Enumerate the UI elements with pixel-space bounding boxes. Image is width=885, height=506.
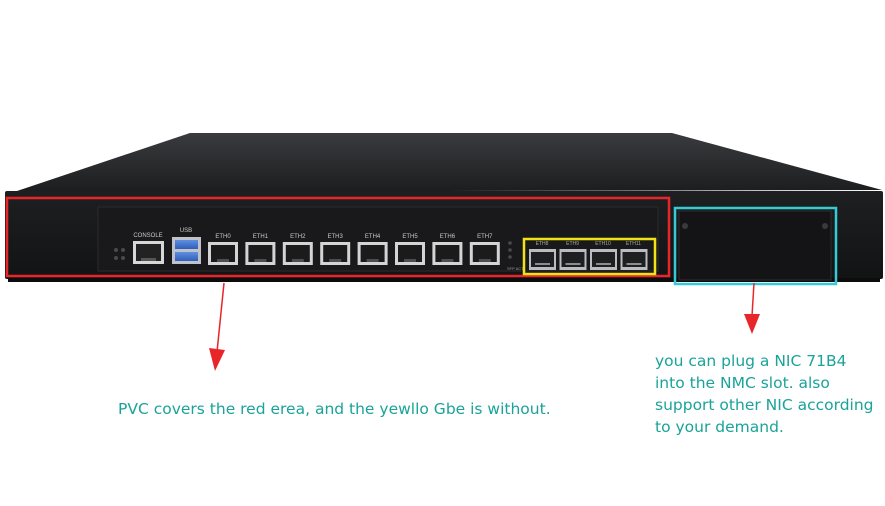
red-arrow-left (209, 282, 225, 371)
nic-caption-line: you can plug a NIC 71B4 (655, 352, 847, 370)
pvc-caption: PVC covers the red erea, and the yewllo … (118, 400, 551, 418)
nic-caption-line: support other NIC according (655, 396, 874, 414)
console-port: CONSOLE (133, 233, 164, 264)
eth-port-label: ETH7 (477, 234, 493, 240)
chassis-top (14, 133, 882, 192)
eth-port-latch (478, 259, 491, 262)
eth-port-label: ETH6 (440, 234, 456, 240)
sfp-port-tab (626, 263, 642, 265)
eth-port: ETH0 (208, 234, 238, 265)
nic-caption: you can plug a NIC 71B4 into the NMC slo… (655, 350, 883, 438)
eth-port-label: ETH5 (402, 234, 418, 240)
chassis-bottom-edge (8, 278, 880, 282)
eth-port-latch (441, 259, 454, 262)
sfp-port-label: ETH10 (595, 241, 611, 247)
eth-port-latch (366, 259, 379, 262)
sfp-port: ETH10 (590, 241, 617, 270)
sfp-small-label: SFP ACT (507, 266, 524, 271)
ethernet-ports: ETH0 ETH1 ETH2 ETH3 ETH4 ETH5 ETH6 ETH7 (208, 234, 500, 265)
eth-port-label: ETH1 (253, 234, 269, 240)
usb-label: USB (180, 228, 192, 234)
eth-port: ETH4 (357, 234, 388, 265)
nic-caption-line: to your demand. (655, 418, 784, 436)
sfp-port-tab (565, 263, 581, 265)
eth-port-socket (472, 245, 497, 262)
eth-port-socket (435, 245, 460, 262)
eth-port-socket (398, 245, 422, 262)
nic-caption-line: into the NMC slot. also (655, 374, 830, 392)
sfp-port-label: ETH8 (536, 241, 549, 247)
eth-port: ETH6 (432, 234, 463, 265)
eth-port-socket (248, 245, 273, 262)
sfp-port: ETH9 (559, 241, 587, 270)
eth-port-label: ETH3 (328, 234, 344, 240)
sfp-leds (508, 241, 512, 259)
status-leds (114, 248, 125, 260)
sfp-port-label: ETH9 (566, 241, 579, 247)
eth-port: ETH2 (282, 234, 313, 265)
eth-port: ETH7 (469, 234, 500, 265)
sfp-port-label: ETH11 (626, 241, 641, 247)
sfp-ports: ETH8 ETH9 ETH10 ETH11 (529, 241, 648, 270)
eth-port-socket (323, 245, 348, 262)
cyan-highlight-box (673, 206, 838, 286)
yellow-highlight-box (522, 237, 657, 276)
red-arrow-right (744, 282, 760, 334)
eth-port-latch (404, 259, 416, 262)
eth-port-socket (285, 245, 310, 262)
eth-port-latch (291, 259, 304, 262)
eth-port: ETH5 (395, 234, 425, 265)
sfp-port: ETH11 (620, 241, 648, 270)
eth-port-label: ETH0 (215, 234, 231, 240)
nmc-slot-panel (678, 210, 832, 281)
sfp-port: ETH8 (529, 241, 556, 270)
usb-ports: USB (172, 228, 201, 264)
eth-port-label: ETH4 (365, 234, 381, 240)
eth-port-label: ETH2 (290, 234, 306, 240)
eth-port-latch (254, 259, 267, 262)
eth-port-latch (329, 259, 342, 262)
console-label: CONSOLE (133, 233, 162, 239)
eth-port-socket (360, 245, 385, 262)
nmc-screw-right (822, 223, 828, 229)
sfp-port-tab (535, 263, 550, 265)
sfp-port-tab (596, 263, 611, 265)
red-highlight-box (5, 196, 671, 278)
eth-port-socket (211, 245, 235, 262)
eth-port: ETH3 (320, 234, 351, 265)
eth-port-latch (217, 259, 229, 262)
nmc-screw-left (682, 223, 688, 229)
eth-port: ETH1 (245, 234, 276, 265)
